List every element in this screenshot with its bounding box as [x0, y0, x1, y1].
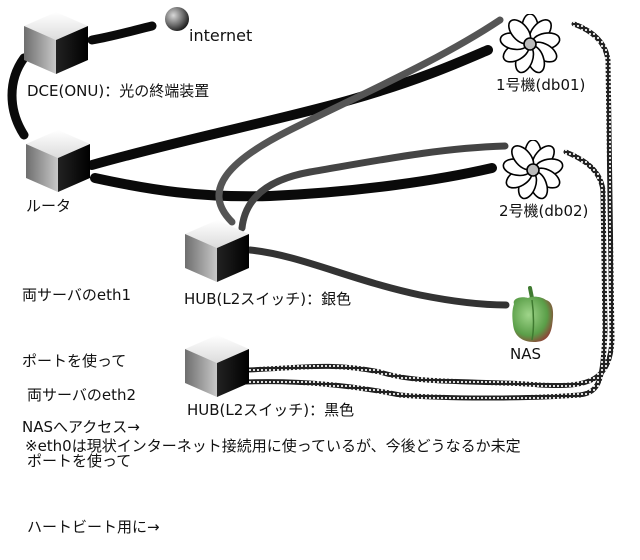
wire-hubsilver-server1 [215, 16, 504, 226]
server2-label: 2号機(db02) [499, 202, 589, 220]
wire-router-server2 [90, 163, 497, 202]
internet-node[interactable] [164, 6, 190, 36]
wire-hubblack-server1 [245, 21, 615, 389]
server1-label: 1号機(db01) [496, 76, 586, 94]
cube-device-icon [26, 130, 90, 192]
wire-hubblack-server2 [242, 149, 608, 401]
wire-dce-internet [87, 21, 157, 45]
wire-hubsilver-server2 [238, 142, 509, 232]
hub-black-label: HUB(L2スイッチ)：黒色 [187, 401, 355, 419]
router-node[interactable] [24, 128, 92, 194]
router-label: ルータ [26, 197, 72, 215]
wire-dce-router [7, 53, 29, 140]
eth2-note-line-3: ハートビート用に→ [27, 518, 160, 536]
wire-hubsilver-nas [246, 246, 510, 309]
eth1-note-line-1: 両サーバのeth1 [22, 286, 132, 304]
hub-silver-label: HUB(L2スイッチ)：銀色 [184, 290, 352, 308]
nas-node[interactable] [508, 284, 558, 348]
hub-silver-node[interactable] [183, 218, 251, 284]
eth2-note-line-2: ポートを使って [27, 452, 132, 470]
eth1-note-line-3: NASへアクセス→ [22, 418, 140, 436]
footer-note: ※eth0は現状インターネット接続用に使っているが、今後どうなるか未定 [25, 437, 521, 455]
cube-device-icon [185, 220, 249, 282]
dce-label: DCE(ONU)：光の終端装置 [27, 82, 210, 100]
network-wires [7, 16, 615, 401]
eth2-note-line-1: 両サーバのeth2 [27, 386, 137, 404]
hub-black-node[interactable] [183, 333, 251, 399]
flower-server-icon [499, 13, 561, 74]
eth1-note-line-2: ポートを使って [22, 352, 127, 370]
wire-router-server1 [87, 45, 493, 170]
pepper-nas-icon [512, 286, 554, 342]
dce-node[interactable] [22, 10, 90, 76]
nas-label: NAS [510, 345, 542, 363]
internet-label: internet [189, 26, 253, 45]
cube-device-icon [185, 335, 249, 397]
server2-node[interactable] [500, 139, 566, 204]
globe-sphere-icon [165, 7, 189, 31]
server1-node[interactable] [497, 13, 563, 78]
cube-device-icon [24, 12, 88, 74]
flower-server-icon [502, 139, 564, 200]
eth1-note: 両サーバのeth1 ポートを使って NASへアクセス→ [22, 240, 140, 460]
